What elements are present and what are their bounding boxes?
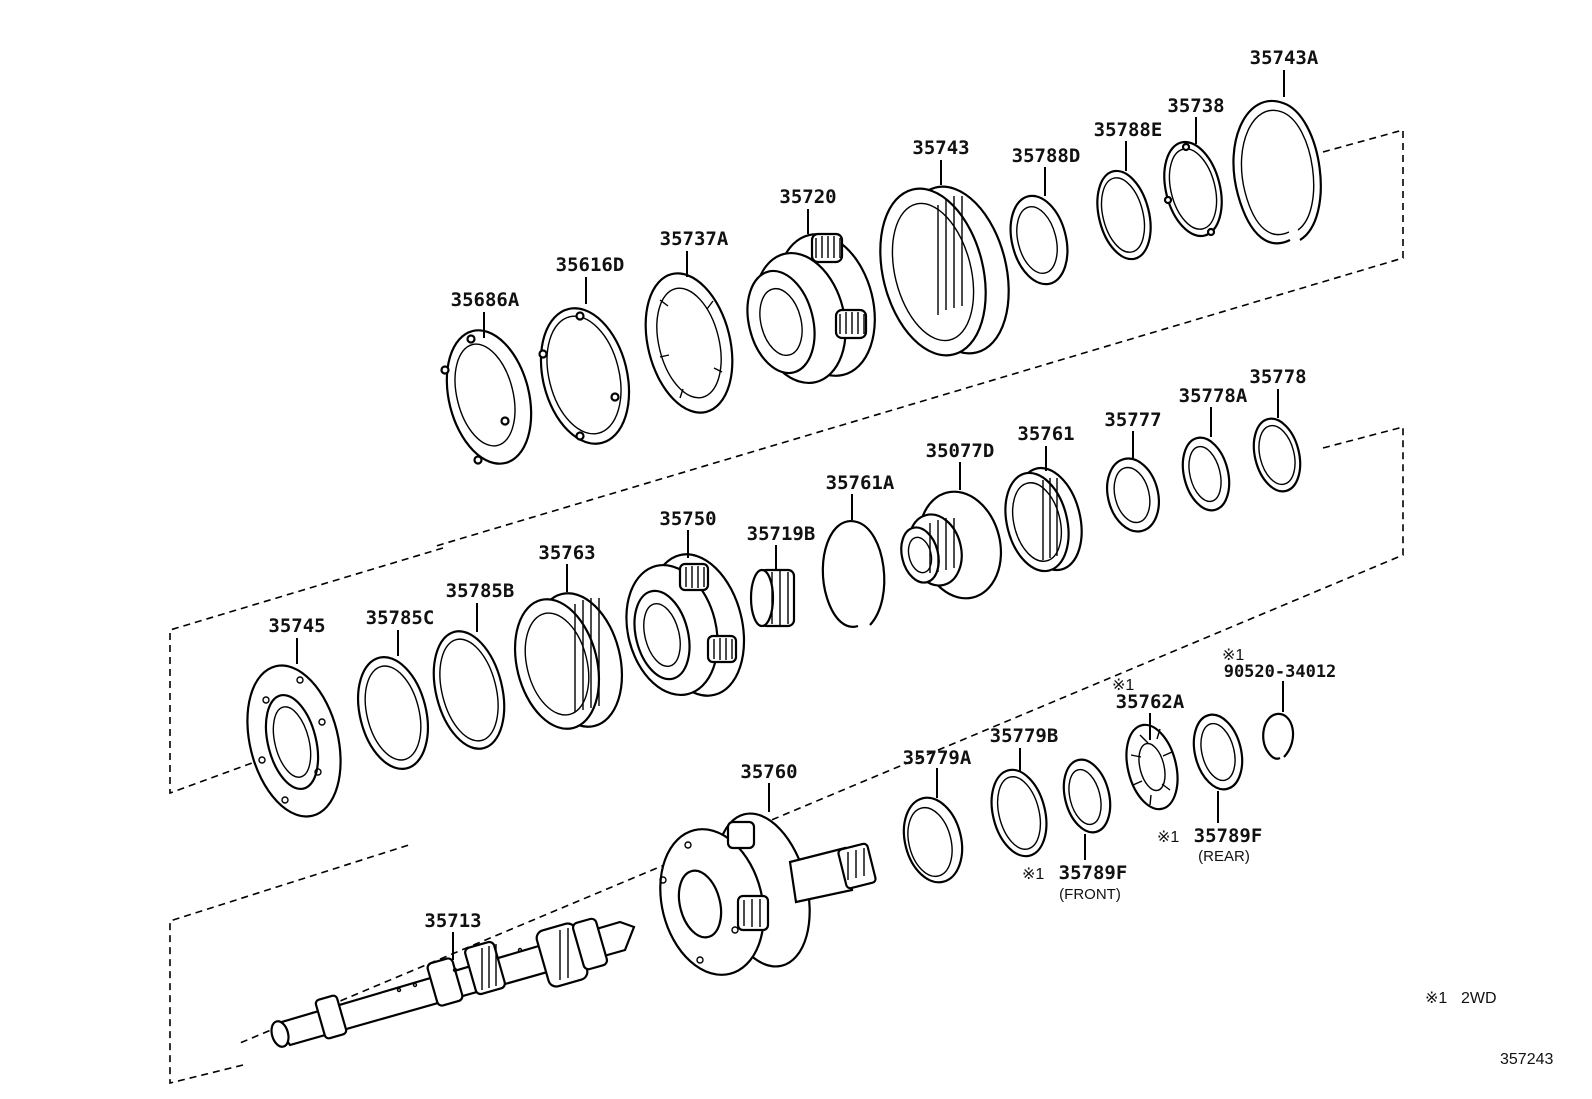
part-35760[interactable] [646,804,877,986]
part-35778[interactable] [1247,414,1308,496]
part-35745[interactable] [233,656,356,827]
label-35785C: 35785C [366,607,435,629]
part-35788D[interactable] [1002,190,1076,290]
group-outline-bottom [169,843,413,1085]
label-35779A: 35779A [903,747,972,769]
label-35763: 35763 [538,542,595,564]
part-90520-34012[interactable] [1262,712,1295,760]
part-35789F-rear[interactable] [1186,710,1249,795]
label-35789F-front: 35789F [1059,862,1128,884]
figure-id: 357243 [1500,1051,1553,1068]
mark-35762A: ※1 [1112,677,1134,694]
label-35785B: 35785B [446,580,515,602]
label-35077D: 35077D [926,440,995,462]
part-35713[interactable] [269,917,636,1049]
label-35719B: 35719B [747,523,816,545]
label-35737A: 35737A [660,228,729,250]
label-35745: 35745 [268,615,325,637]
label-35720: 35720 [779,186,836,208]
label-35743: 35743 [912,137,969,159]
label-90520-34012: 90520-34012 [1224,662,1337,682]
part-35785B[interactable] [422,624,515,756]
label-35713: 35713 [424,910,481,932]
part-35686A[interactable] [434,321,545,472]
part-35743A[interactable] [1232,100,1322,245]
part-35778A[interactable] [1176,433,1237,515]
label-35686A: 35686A [451,289,520,311]
label-35777: 35777 [1104,409,1161,431]
label-35788D: 35788D [1012,145,1081,167]
label-35778A: 35778A [1179,385,1248,407]
part-35788E[interactable] [1089,165,1159,264]
part-35779A[interactable] [895,792,970,889]
part-35750[interactable] [613,544,758,705]
label-35789F-rear: 35789F [1194,825,1263,847]
part-35616D[interactable] [528,299,643,453]
part-35719B[interactable] [749,568,796,628]
part-35763[interactable] [502,584,635,738]
part-35743[interactable] [864,175,1025,366]
label-35616D: 35616D [556,254,625,276]
group-outline-middle [169,425,1404,1044]
footnote-text: 2WD [1461,990,1497,1007]
label-35761A: 35761A [826,472,895,494]
mark-35789F-front: ※1 [1022,866,1044,883]
part-35761[interactable] [996,461,1092,578]
part-35762A[interactable] [1118,719,1185,814]
footnote-mark: ※1 [1425,990,1447,1007]
part-35779B[interactable] [983,764,1055,862]
label-35779B: 35779B [990,725,1059,747]
label-35750: 35750 [659,508,716,530]
label-35760: 35760 [740,761,797,783]
part-35738[interactable] [1155,136,1231,242]
leader-lines [296,70,1285,960]
part-35077D[interactable] [896,483,1012,607]
label-35778: 35778 [1249,366,1306,388]
part-35789F-front[interactable] [1057,755,1118,837]
part-35761A[interactable] [821,520,886,628]
label-front: (FRONT) [1059,886,1121,903]
label-35761: 35761 [1017,423,1074,445]
part-35777[interactable] [1100,453,1166,537]
mark-90520-34012: ※1 [1222,647,1244,664]
label-rear: (REAR) [1198,848,1250,865]
label-35788E: 35788E [1094,119,1163,141]
label-35738: 35738 [1167,95,1224,117]
part-35785C[interactable] [347,650,439,777]
label-35743A: 35743A [1250,47,1319,69]
part-35737A[interactable] [632,264,746,422]
label-35762A: 35762A [1116,691,1185,713]
mark-35789F-rear: ※1 [1157,829,1179,846]
part-35720[interactable] [737,224,889,393]
group-outline-top [435,128,1404,547]
